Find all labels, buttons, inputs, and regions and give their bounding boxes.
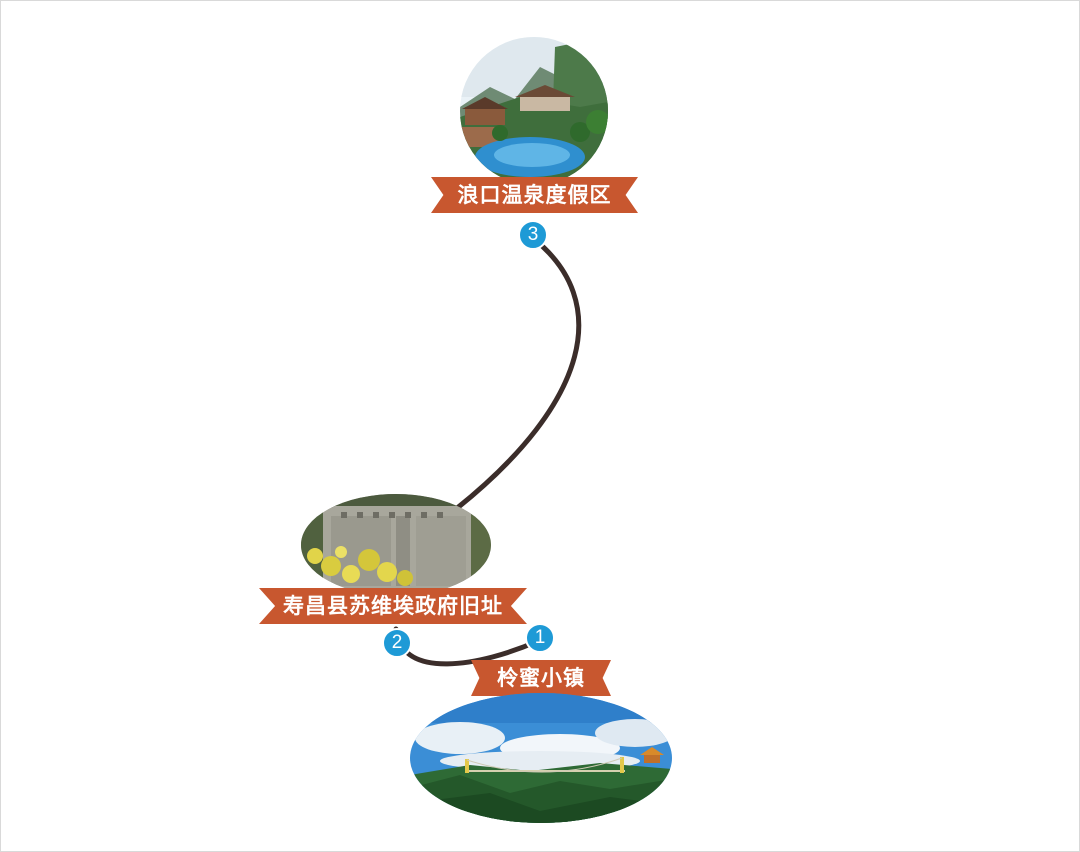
old-government-site-photo	[301, 494, 491, 596]
stop-1-label: 柃蜜小镇	[471, 660, 611, 696]
stop-1-marker: 1	[525, 623, 555, 653]
stop-3-label: 浪口温泉度假区	[431, 177, 638, 213]
hot-spring-resort-photo	[460, 37, 608, 185]
town-bridge-photo	[410, 693, 672, 823]
stop-2-marker: 2	[382, 628, 412, 658]
stop-3-marker: 3	[518, 220, 548, 250]
stop-2-label: 寿昌县苏维埃政府旧址	[259, 588, 527, 624]
